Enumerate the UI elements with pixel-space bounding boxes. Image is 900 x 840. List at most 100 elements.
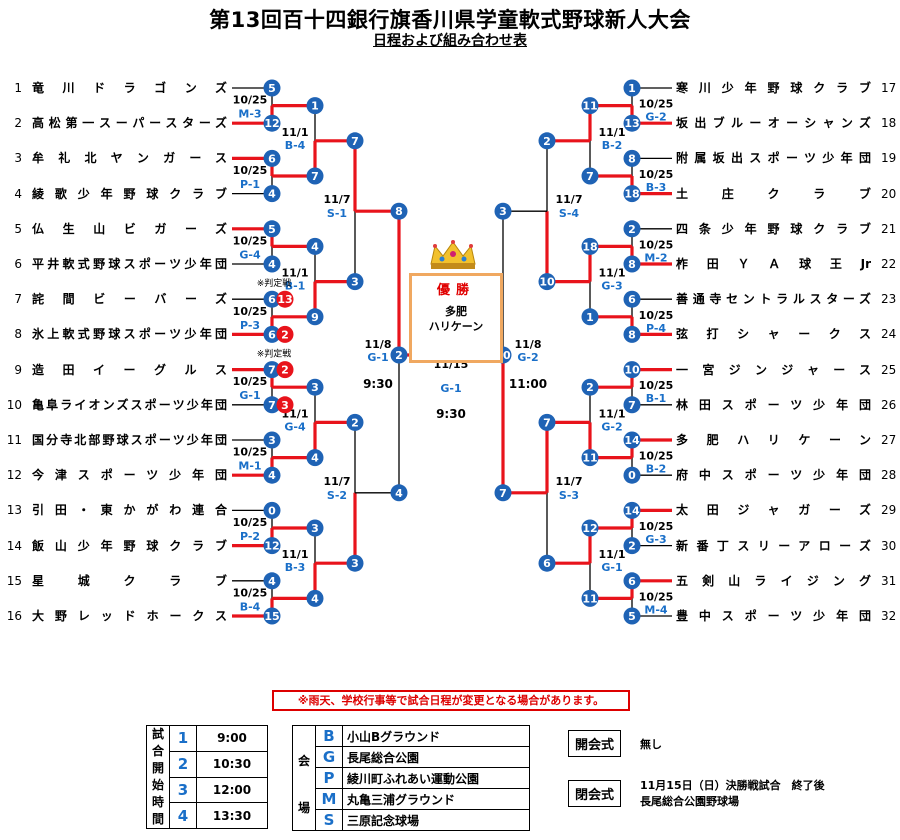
time-value: 10:30 [196,750,268,778]
score-value: 4 [268,469,276,482]
score-value: 1 [311,100,319,113]
team-number: 4 [14,186,22,201]
score-badge: 2 [276,361,294,379]
score-circle [623,501,641,519]
score-circle [390,346,408,364]
score-badge: 7 [623,396,641,414]
score-circle [263,185,281,203]
score-badge: 2 [538,132,556,150]
score-value: 2 [351,416,359,429]
score-value: 11 [582,100,597,113]
score-value: 3 [351,276,359,289]
score-circle [263,431,281,449]
champion-team-line1: 多肥 [445,305,467,318]
match-date-label: 11/1 [282,126,309,139]
score-value: 3 [268,434,276,447]
venue-code-label: S-2 [327,489,347,502]
score-value: 4 [395,487,403,500]
score-badge: 8 [623,149,641,167]
venue-code-label: S-4 [559,207,579,220]
score-value: 7 [311,170,319,183]
venue-code-label: B-4 [240,600,261,613]
score-value: 4 [268,188,276,201]
match-date-label: 11/1 [282,267,309,280]
team-number: 15 [6,573,22,588]
score-value: 6 [543,557,551,570]
venue-code-label: P-4 [646,322,666,335]
team-number: 8 [14,327,22,342]
score-badge: 7 [306,167,324,185]
team-name: 引田・東かがわ連合 [32,503,227,518]
score-badge: 6 [263,149,281,167]
team-number: 28 [881,468,897,483]
score-circle [494,484,512,502]
score-badge: 5 [623,607,641,625]
score-circle [346,273,364,291]
score-value: 7 [543,416,551,429]
score-badge: 0 [623,466,641,484]
score-circle [263,607,281,625]
score-circle [581,97,599,115]
venue-code-label: G-1 [601,561,622,574]
header-char: 開 [151,761,164,775]
venue-code-label: P-1 [240,178,260,191]
score-badge: 2 [276,325,294,343]
score-value: 13 [624,117,639,130]
team-name: 詫間ビーバーズ [32,292,227,307]
match-date-label: 10/25 [233,164,268,177]
venue-code-label: B-3 [285,561,306,574]
venue-code-label: M-4 [644,603,668,616]
venue-code-label: G-1 [440,382,461,395]
venue-code-label: G-1 [239,389,260,402]
score-value: 4 [311,452,319,465]
score-value: 14 [624,504,640,517]
match-date-label: 11/1 [599,126,626,139]
crown-icon [430,240,476,269]
score-circle [306,519,324,537]
match-date-label: 11/7 [556,475,583,488]
team-number: 18 [881,116,897,131]
score-value: 4 [268,258,276,271]
score-circle [263,79,281,97]
score-badge: 3 [306,378,324,396]
start-time-table: 試合開始時間 1 9:00 2 10:30 3 12:00 4 13:30 [146,725,268,829]
score-circle [581,167,599,185]
team-number: 25 [881,362,897,377]
score-value: 3 [499,205,507,218]
score-value: 1 [586,311,594,324]
team-row: 坂出ブルーオーシャンズ 18 [676,113,900,133]
score-badge: 3 [263,431,281,449]
team-name: 造田イーグルス [32,362,227,377]
score-badge: 8 [623,325,641,343]
score-value: 6 [628,293,636,306]
match-date-label: 10/25 [233,516,268,529]
team-name: 坂出ブルーオーシャンズ [676,116,871,131]
champion-team: 多肥 ハリケーン [412,304,500,334]
match-date-label: 10/25 [639,168,674,181]
score-circle [623,290,641,308]
team-name: 多肥ハリケーン [676,433,871,447]
score-badge: 9 [306,308,324,326]
match-date-label: 10/25 [639,590,674,603]
team-number: 1 [14,81,22,95]
score-circle [581,519,599,537]
champion-title: 優勝 [436,283,475,298]
score-value: 5 [628,610,636,623]
header-char: 始 [151,778,164,792]
score-value: 7 [586,170,594,183]
champion-box: 優勝 多肥 ハリケーン [409,273,503,363]
venue-key: P [315,767,343,789]
match-date-label: 10/25 [639,238,674,251]
score-value: 6 [268,293,276,306]
score-badge: 8 [623,255,641,273]
score-badge: 11 [581,589,599,607]
team-number: 10 [6,397,22,412]
score-value: 5 [268,82,276,95]
score-value: 3 [311,381,319,394]
match-date-label: 11/8 [365,338,392,351]
score-circle [276,290,294,308]
